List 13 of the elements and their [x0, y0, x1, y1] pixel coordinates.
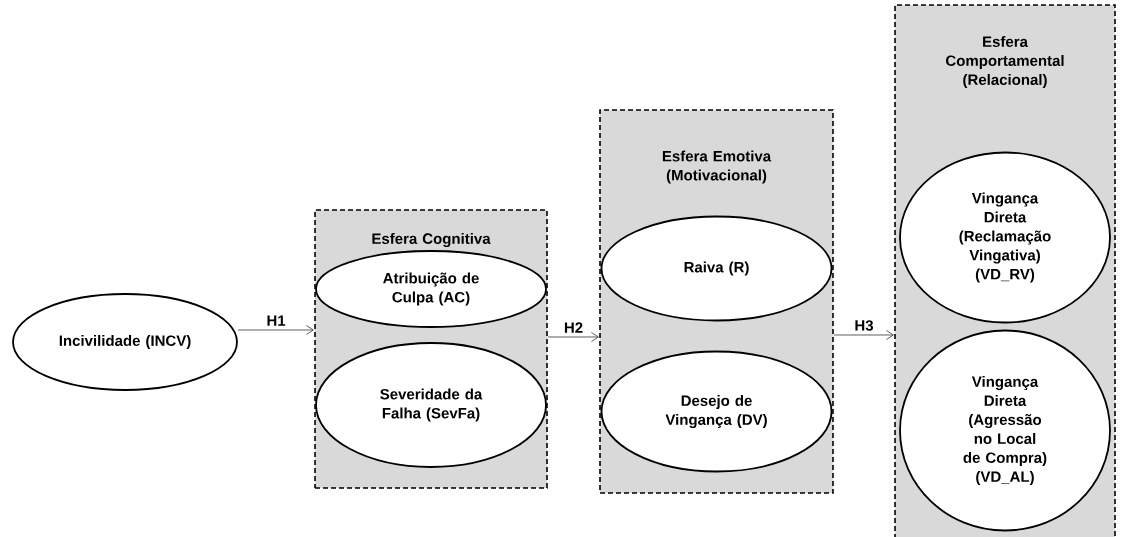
ellipse-node: Desejo de Vingança (DV) — [600, 350, 833, 473]
ellipse-node: Vingança Direta (Agressão no Local de Compra) (VD_AL) — [899, 329, 1111, 532]
ellipse-node: Vingança Direta (Reclamação Vingativa) (VD_RV) — [899, 151, 1111, 324]
arrow — [833, 330, 894, 340]
arrow — [547, 332, 599, 342]
edge-label: H3 — [853, 319, 875, 332]
edge-label: H2 — [562, 321, 585, 334]
ellipse-node: Atribuição de Culpa (AC) — [315, 250, 547, 328]
edge-label: H1 — [265, 314, 287, 327]
ellipse-node: Raiva (R) — [600, 215, 833, 322]
ellipse-node: Severidade da Falha (SevFa) — [315, 342, 547, 468]
ellipse-node: Incivilidade (INCV) — [12, 293, 238, 391]
arrow — [237, 325, 314, 335]
